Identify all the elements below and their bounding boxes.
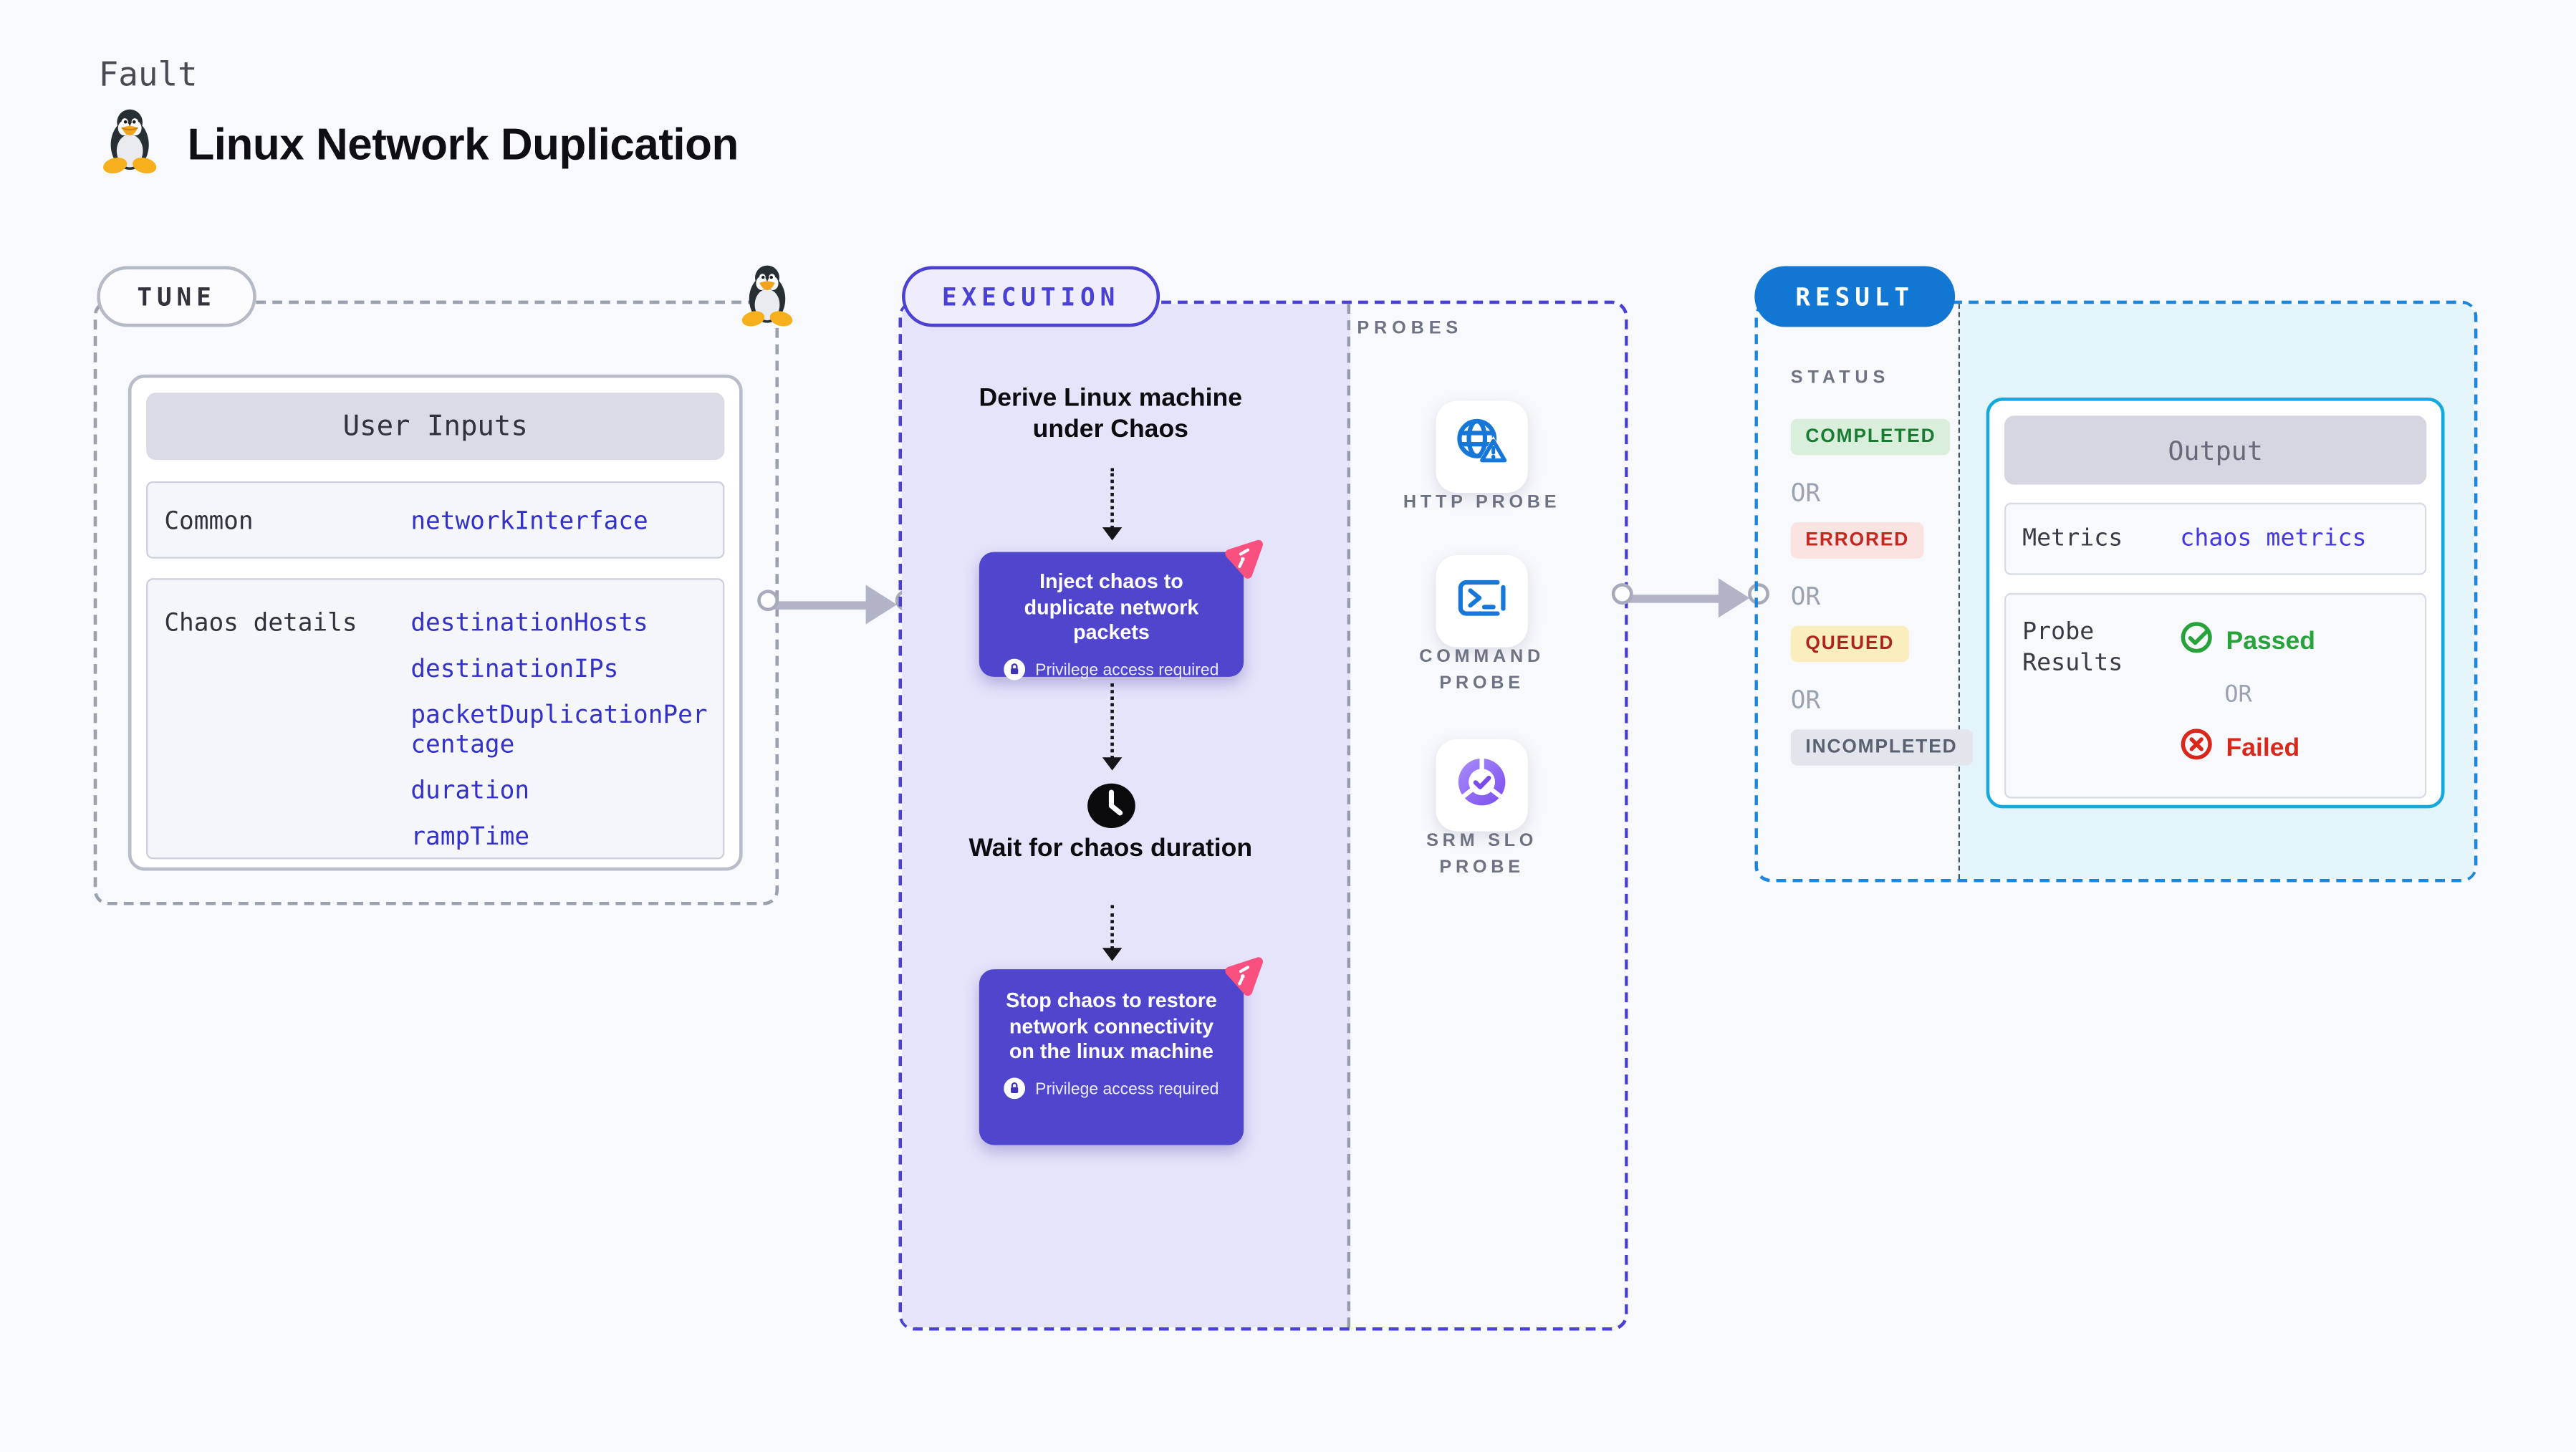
table-row-chaos-details: Chaos details destinationHosts destinati…: [146, 578, 725, 860]
privilege-note: Privilege access required: [979, 658, 1244, 684]
privilege-note-label: Privilege access required: [1035, 662, 1219, 681]
step-inject-chaos-card: Inject chaos to duplicate network packet…: [979, 539, 1264, 680]
step-stop-chaos-label: Stop chaos to restore network connectivi…: [1006, 989, 1217, 1063]
srm-slo-probe-card: [1436, 739, 1528, 832]
input-link-networkInterface[interactable]: networkInterface: [410, 505, 648, 535]
http-probe-card: [1436, 400, 1528, 494]
output-row-probe-results: Probe Results Passed OR: [2004, 592, 2427, 799]
chaos-sticker-icon: [1216, 950, 1267, 1007]
status-badge-errored: ERRORED: [1790, 522, 1924, 559]
title-row: Linux Network Duplication: [102, 108, 739, 182]
result-badge: RESULT: [1754, 266, 1956, 327]
metrics-label: Metrics: [2022, 524, 2123, 552]
or-separator: OR: [1790, 685, 1821, 715]
status-badge-incompleted: INCOMPLETED: [1790, 729, 1973, 766]
dotted-arrow-icon: [1101, 905, 1124, 971]
privilege-note: Privilege access required: [979, 1077, 1244, 1103]
table-row-common: Common networkInterface: [146, 481, 725, 559]
input-link-duration[interactable]: duration: [410, 775, 530, 805]
command-probe-card: [1436, 555, 1528, 648]
tux-corner-icon: [741, 264, 793, 335]
input-link-rampTime[interactable]: rampTime: [410, 821, 530, 851]
http-probe-label: HTTP PROBE: [1403, 493, 1561, 513]
x-circle-icon: [2180, 728, 2213, 769]
input-link-destinationIPs[interactable]: destinationIPs: [410, 653, 619, 684]
output-table: Output Metrics chaos metrics Probe Resul…: [1986, 397, 2445, 809]
page-title: Linux Network Duplication: [187, 120, 739, 170]
privilege-note-label: Privilege access required: [1035, 1081, 1219, 1100]
pie-check-icon: [1452, 751, 1512, 819]
chaos-sticker-icon: [1216, 532, 1267, 590]
dotted-arrow-icon: [1101, 683, 1124, 780]
input-link-packetDuplicationPercentage[interactable]: packetDuplicationPercentage: [410, 699, 708, 759]
step-wait-duration: Wait for chaos duration: [969, 835, 1253, 863]
or-separator: OR: [2224, 681, 2252, 708]
chaos-metrics-link[interactable]: chaos metrics: [2180, 525, 2367, 552]
status-heading: STATUS: [1790, 367, 1890, 388]
terminal-icon: [1452, 569, 1512, 633]
lock-icon: [1004, 658, 1026, 684]
input-link-destinationHosts[interactable]: destinationHosts: [410, 607, 648, 638]
command-probe-label: COMMAND PROBE: [1419, 647, 1544, 693]
tux-linux-icon: [102, 108, 158, 182]
passed-label: Passed: [2226, 626, 2316, 655]
step-inject-chaos-label: Inject chaos to duplicate network packet…: [1024, 569, 1199, 644]
lock-icon: [1004, 1077, 1026, 1103]
or-separator: OR: [1790, 581, 1821, 612]
execution-badge: EXECUTION: [902, 266, 1160, 327]
probes-heading: PROBES: [1357, 318, 1464, 339]
globe-warning-icon: [1451, 413, 1513, 481]
probe-results-label: Probe Results: [2022, 619, 2123, 677]
dotted-arrow-icon: [1101, 468, 1124, 551]
probe-result-failed: Failed: [2180, 728, 2425, 769]
user-inputs-header: User Inputs: [146, 393, 725, 461]
clock-icon: [1086, 780, 1137, 840]
srm-slo-probe-label: SRM SLO PROBE: [1426, 831, 1538, 878]
status-badge-completed: COMPLETED: [1790, 418, 1951, 456]
step-derive-machine: Derive Linux machine under Chaos: [979, 384, 1243, 444]
check-circle-icon: [2180, 621, 2213, 662]
user-inputs-table: User Inputs Common networkInterface Chao…: [128, 374, 743, 871]
output-row-metrics: Metrics chaos metrics: [2004, 502, 2427, 575]
or-separator: OR: [1790, 478, 1821, 508]
row-label: Common: [164, 505, 254, 535]
row-label: Chaos details: [164, 607, 357, 638]
output-header: Output: [2004, 415, 2427, 485]
flow-arrow-execution-to-result: [1611, 577, 1769, 620]
tune-badge: TUNE: [97, 266, 256, 327]
flow-arrow-tune-to-execution: [757, 583, 917, 626]
fault-eyebrow: Fault: [98, 54, 198, 94]
execution-section-box: [898, 300, 1628, 1331]
status-badge-queued: QUEUED: [1790, 625, 1909, 663]
probe-result-passed: Passed: [2180, 621, 2425, 662]
step-stop-chaos-card: Stop chaos to restore network connectivi…: [979, 957, 1264, 1145]
failed-label: Failed: [2226, 733, 2300, 761]
